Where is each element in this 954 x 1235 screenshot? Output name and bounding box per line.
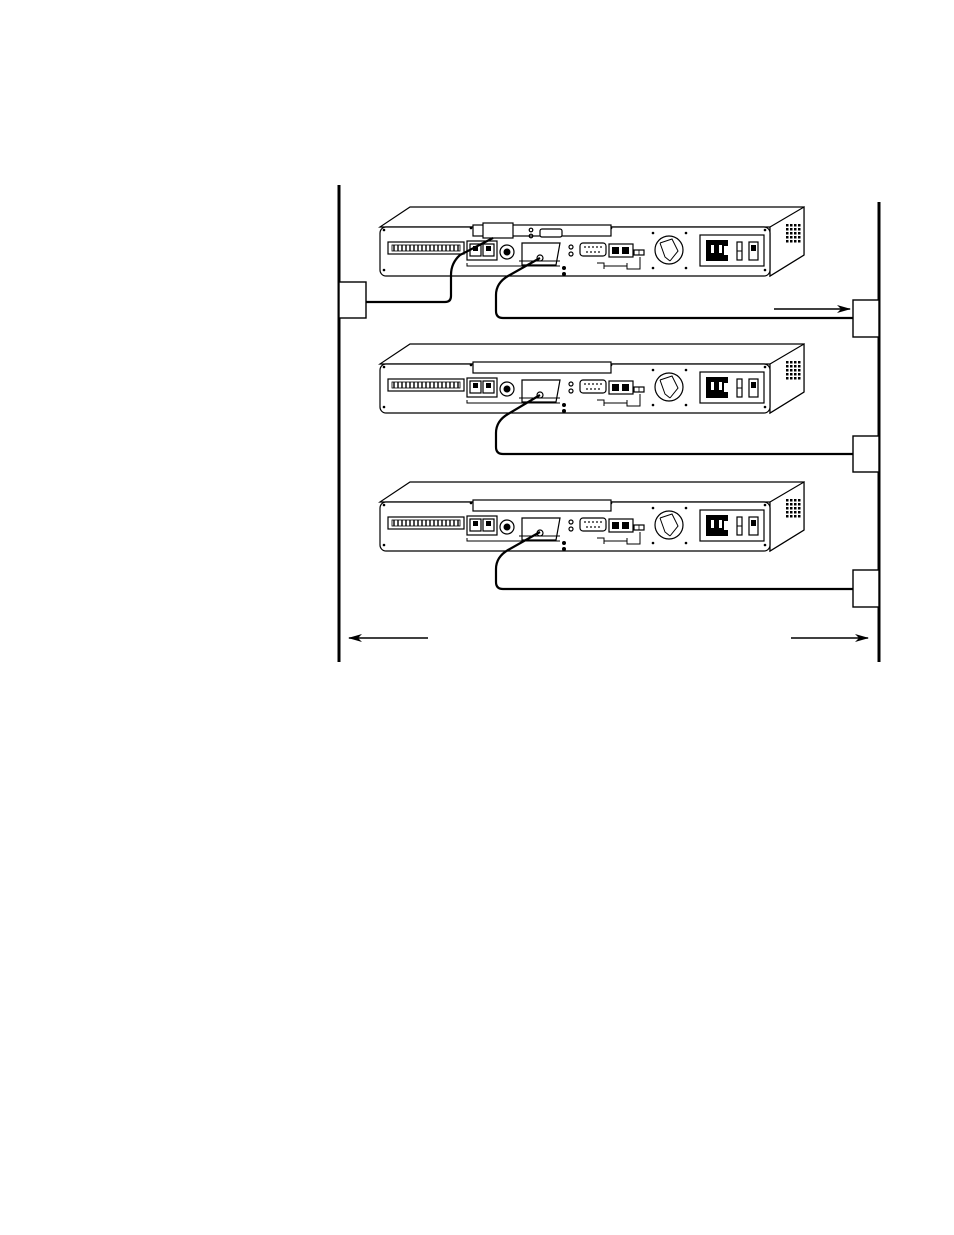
device-unit-1 xyxy=(380,207,804,276)
serial-port xyxy=(580,380,606,393)
db9-top-port xyxy=(540,229,562,237)
device-layer xyxy=(380,207,804,551)
right-transceiver-box-3 xyxy=(853,570,879,607)
expansion-slot xyxy=(473,500,611,511)
upper-card xyxy=(483,223,513,238)
right-transceiver-box-1 xyxy=(853,300,879,337)
right-transceiver-box-2 xyxy=(853,436,879,472)
serial-port xyxy=(580,243,606,256)
aui-transceiver xyxy=(522,380,560,402)
left-transceiver-box xyxy=(339,282,366,318)
aui-transceiver xyxy=(522,243,560,265)
expansion-slot xyxy=(473,362,611,373)
serial-port xyxy=(580,518,606,531)
aui-transceiver xyxy=(522,518,560,540)
device-unit-2 xyxy=(380,344,804,413)
device-unit-3 xyxy=(380,482,804,551)
